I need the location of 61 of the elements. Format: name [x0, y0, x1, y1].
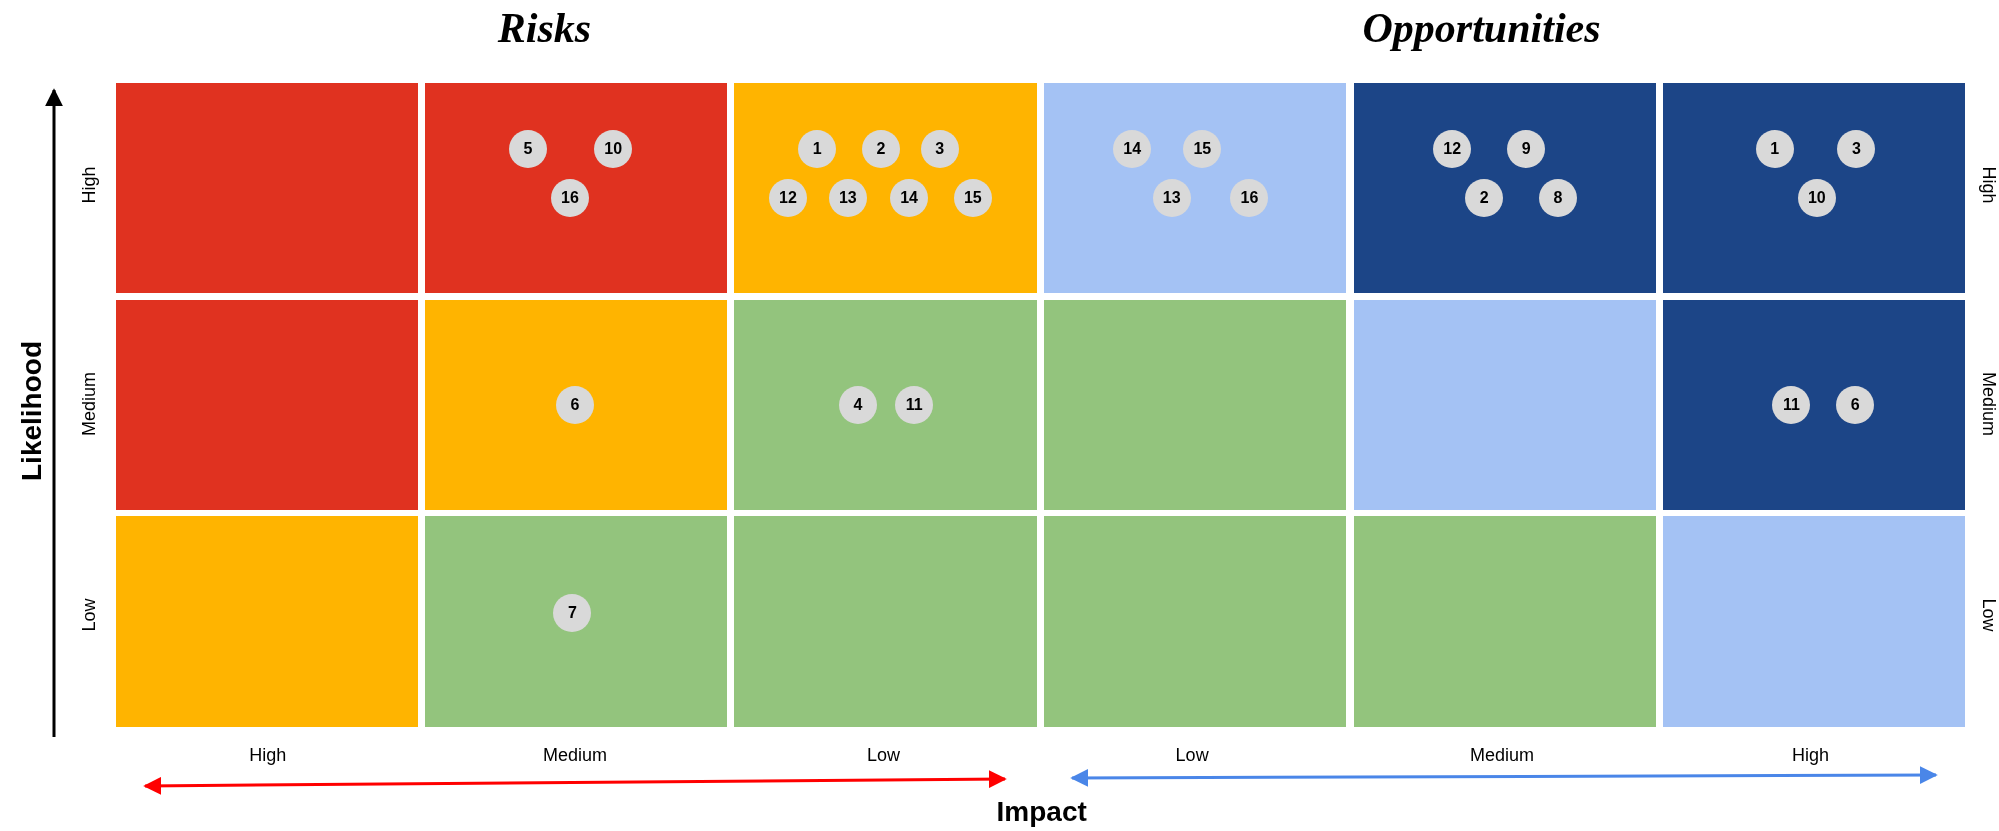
tick-label: High [249, 744, 287, 766]
numbered-marker: 16 [1230, 178, 1269, 217]
numbered-marker: 2 [862, 130, 900, 169]
numbered-marker: 6 [556, 386, 594, 425]
tick-label: High [1792, 744, 1829, 766]
numbered-marker: 13 [828, 178, 867, 217]
numbered-marker: 10 [594, 130, 633, 169]
numbered-marker: 2 [1465, 178, 1504, 217]
matrix-cell [1354, 82, 1657, 294]
matrix-cell [1662, 82, 1965, 294]
numbered-marker: 14 [890, 178, 929, 217]
matrix-cell [734, 516, 1037, 727]
numbered-marker: 7 [553, 594, 592, 633]
section-title: Opportunities [1362, 4, 1601, 53]
tick-label: High [1977, 166, 1999, 204]
tick-label: Medium [78, 372, 100, 437]
matrix-cell [116, 82, 419, 294]
numbered-marker: 10 [1797, 178, 1836, 217]
numbered-marker: 6 [1836, 386, 1875, 425]
axis-label: Impact [996, 796, 1087, 829]
matrix-cell [424, 516, 727, 727]
numbered-marker: 1 [798, 130, 837, 169]
matrix-cell [1044, 299, 1347, 510]
matrix-cell [424, 82, 727, 294]
matrix-cell [1354, 516, 1657, 727]
matrix-cell [116, 299, 419, 510]
numbered-marker: 14 [1113, 130, 1152, 169]
numbered-marker: 11 [1772, 386, 1811, 425]
numbered-marker: 5 [508, 130, 547, 169]
numbered-marker: 9 [1507, 130, 1546, 169]
matrix-cell [1662, 516, 1965, 727]
numbered-marker: 1 [1755, 130, 1794, 169]
matrix-cell [1354, 299, 1657, 510]
numbered-marker: 8 [1539, 178, 1578, 217]
numbered-marker: 12 [768, 178, 807, 217]
tick-label: High [78, 166, 100, 204]
tick-label: Medium [543, 744, 608, 766]
matrix-cell [734, 299, 1037, 510]
matrix-cell [424, 299, 727, 510]
numbered-marker: 11 [895, 386, 934, 425]
numbered-marker: 3 [920, 130, 959, 169]
numbered-marker: 13 [1152, 178, 1191, 217]
tick-label: Low [1175, 744, 1209, 766]
matrix-cell [1662, 299, 1965, 510]
matrix-cell [116, 516, 419, 727]
matrix-cell [1044, 516, 1347, 727]
numbered-marker: 12 [1433, 130, 1472, 169]
tick-label: Low [1977, 598, 1999, 632]
section-title: Risks [497, 4, 592, 53]
axis-label: Likelihood [15, 340, 48, 481]
numbered-marker: 15 [1183, 130, 1222, 169]
numbered-marker: 4 [839, 386, 878, 425]
matrix-cell [734, 82, 1037, 294]
tick-label: Low [78, 598, 100, 632]
tick-label: Low [867, 744, 901, 766]
tick-label: Medium [1469, 744, 1534, 766]
numbered-marker: 15 [953, 178, 992, 217]
numbered-marker: 3 [1837, 130, 1876, 169]
numbered-marker: 16 [550, 178, 589, 217]
matrix-cell [1044, 82, 1347, 294]
tick-label: Medium [1977, 372, 1999, 437]
